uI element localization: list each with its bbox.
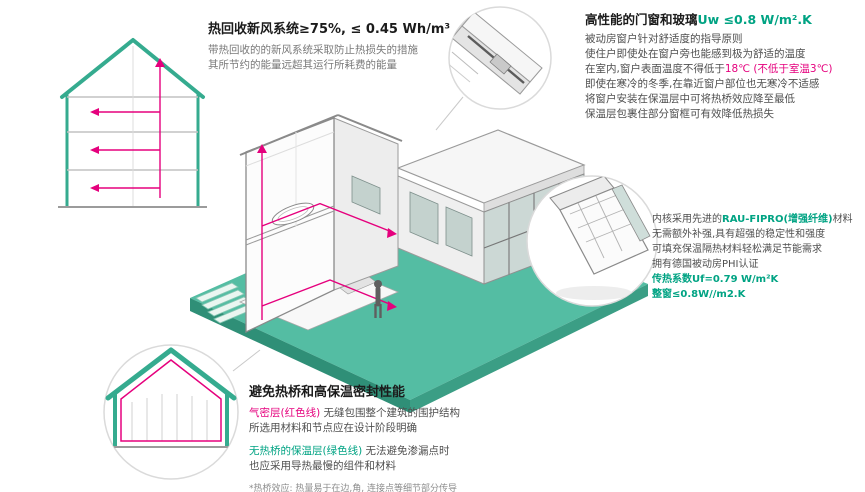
profile-line-3: 可填充保温隔热材料轻松满足节能需求 [652,244,822,255]
ventilation-callout-text: 热回收新风系统≥75%, ≤ 0.45 Wh/m³ 带热回收的的新风系统采取防止… [208,21,450,73]
red-duct-lines [261,150,393,320]
thermal-callout-text: 避免热桥和高保温密封性能 气密层(红色线) 无缝包围整个建筑的围护结构 所选用材… [249,384,460,492]
profile-line-5: 传热系数Uf=0.79 W/m²K [652,274,779,285]
thermal-line-1-red: 气密层(红色线) [249,407,324,419]
windows-line-3-pre: 在室内,窗户表面温度不得低于 [585,63,725,75]
windows-title-value: Uw ≤0.8 W/m².K [697,12,812,27]
profile-line-1-green: RAU-FIPRO(增强纤维) [722,214,833,225]
ventilation-section-illustration [58,38,207,208]
profile-line-2: 无需额外补强,具有超强的稳定性和强度 [652,229,826,240]
thermal-line-3-green: 无热桥的保温层(绿色线) [249,445,366,457]
thermal-title: 避免热桥和高保温密封性能 [249,385,406,400]
windows-line-4: 即使在寒冷的冬季,在靠近窗户部位也无寒冷不适感 [585,78,820,90]
person-figure [374,280,382,318]
ventilation-desc-2: 其所节约的能量远超其运行所耗费的能量 [208,59,397,71]
thermal-line-3-rest: 无法避免渗漏点时 [365,445,450,457]
windows-line-2: 使住户即使处在窗户旁也能感到极为舒适的温度 [585,48,806,60]
windows-title: 高性能的门窗和玻璃 [585,12,698,27]
ventilation-desc-1: 带热回收的的新风系统采取防止热损失的措施 [208,44,418,56]
thermal-line-1-rest: 无缝包围整个建筑的围护结构 [323,407,461,419]
callout-circle [103,344,239,480]
thermal-line-1: 气密层(红色线) 无缝包围整个建筑的围护结构 [249,406,460,421]
windows-line-6: 保温层包裹住部分窗框可有效降低热损失 [585,108,774,120]
window-profile-illustration [549,176,651,300]
profile-callout-text: 内核采用先进的RAU-FIPRO(增强纤维)材料 无需额外补强,具有超强的稳定性… [652,212,853,302]
section-cut-block [239,114,403,334]
profile-line-4: 拥有德国被动房PHI认证 [652,259,759,270]
windows-line-3: 在室内,窗户表面温度不得低于18℃ (不低于室温3℃) [585,62,833,77]
thermal-footnote: *热桥效应: 热量易于在边,角, 连接点等细节部分传导 [249,484,457,492]
thermal-envelope-callout [103,344,239,480]
windows-line-5: 将窗户安装在保温层中可将热桥效应降至最低 [585,93,795,105]
red-duct-arrows [257,144,397,311]
profile-line-1: 内核采用先进的RAU-FIPRO(增强纤维)材料 [652,212,853,227]
profile-line-6: 整窗≤0.8W//m2.K [652,289,746,300]
thermal-line-2: 所选用材料和节点应在设计阶段明确 [249,422,417,434]
ventilation-title: 热回收新风系统≥75%, ≤ 0.45 Wh/m³ [208,22,451,37]
thermal-envelope-illustration [104,347,238,448]
profile-line-1-post: 材料 [832,214,853,225]
windows-line-1: 被动房窗户针对舒适度的指导原则 [585,33,743,45]
windows-callout-text: 高性能的门窗和玻璃Uw ≤0.8 W/m².K 被动房窗户针对舒适度的指导原则 … [585,11,833,122]
window-corner-callout [448,6,552,110]
window-profile-callout [526,175,658,307]
thermal-line-3: 无热桥的保温层(绿色线) 无法避免渗漏点时 [249,444,460,459]
stairs [195,282,257,324]
windows-line-3-red: 18℃ (不低于室温3℃) [724,63,833,75]
profile-line-1-pre: 内核采用先进的 [652,214,722,225]
window-corner-illustration [449,11,543,95]
thermal-line-4: 也应采用导热最慢的组件和材料 [249,460,396,472]
